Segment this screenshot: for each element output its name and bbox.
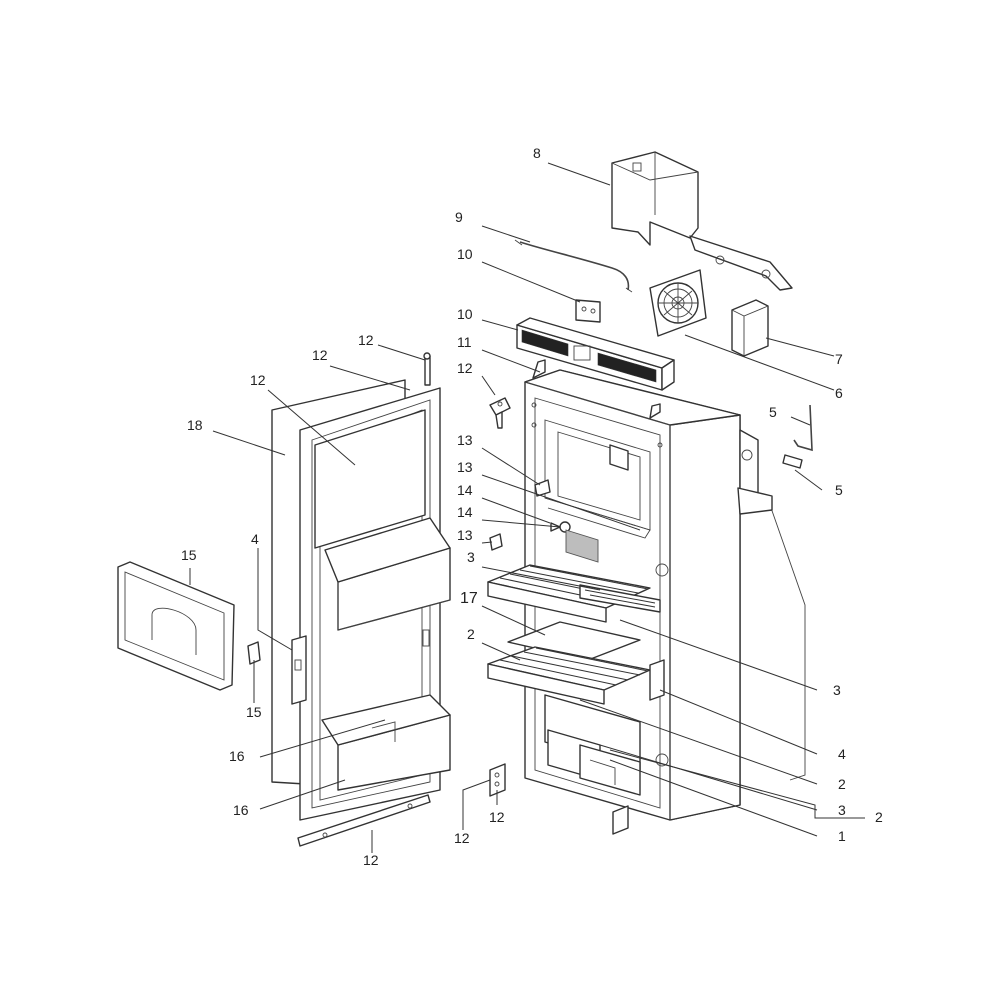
callout-16: 16 [229, 748, 245, 764]
callout-12: 12 [312, 347, 328, 363]
leader-lines [189, 162, 865, 853]
callout-10: 10 [457, 306, 473, 322]
callout-14: 14 [457, 504, 473, 520]
callout-3: 3 [467, 549, 475, 565]
callout-18: 18 [187, 417, 203, 433]
callout-13: 13 [457, 432, 473, 448]
callout-11: 11 [457, 334, 472, 350]
thermostat-parts [782, 404, 813, 469]
compressor-cover [611, 151, 793, 291]
callout-12: 12 [454, 830, 470, 846]
hinge-bracket [489, 397, 511, 429]
upper-hinge-brackets [532, 359, 661, 419]
bottom-hinge [489, 763, 629, 835]
callout-12: 12 [358, 332, 374, 348]
refrigerator-door [271, 352, 451, 821]
callout-13: 13 [457, 527, 473, 543]
door-stopper-parts [489, 479, 551, 551]
callout-2: 2 [875, 809, 883, 825]
callout-13: 13 [457, 459, 473, 475]
callout-12: 12 [489, 809, 505, 825]
callout-2: 2 [467, 626, 475, 642]
control-board [575, 299, 601, 323]
callout-7: 7 [835, 351, 843, 367]
cooling-fan [649, 269, 707, 337]
callout-5: 5 [769, 404, 777, 420]
callout-6: 6 [835, 385, 843, 401]
callout-9: 9 [455, 209, 463, 225]
callout-16: 16 [233, 802, 249, 818]
callout-5: 5 [835, 482, 843, 498]
callout-12: 12 [363, 852, 379, 868]
callout-2: 2 [838, 776, 846, 792]
callout-17: 17 [460, 590, 478, 607]
decor-panel [117, 561, 261, 691]
callout-12: 12 [250, 372, 266, 388]
callout-14: 14 [457, 482, 473, 498]
callout-10: 10 [457, 246, 473, 262]
side-bracket [649, 659, 665, 701]
callout-1: 1 [838, 828, 846, 844]
callout-4: 4 [251, 531, 259, 547]
callout-12: 12 [457, 360, 473, 376]
callout-3: 3 [833, 682, 841, 698]
lower-wire-shelf [487, 646, 651, 705]
callout-15: 15 [181, 547, 197, 563]
door-bottom-trim [297, 794, 431, 847]
callout-labels: 8 9 10 10 11 12 12 12 12 12 12 12 13 13 … [181, 145, 883, 868]
callout-3: 3 [838, 802, 846, 818]
callout-8: 8 [533, 145, 541, 161]
callout-15: 15 [246, 704, 262, 720]
callout-4: 4 [838, 746, 846, 762]
wiring-harness [514, 239, 633, 293]
electronic-module [731, 299, 769, 357]
vent-grille [516, 317, 675, 391]
